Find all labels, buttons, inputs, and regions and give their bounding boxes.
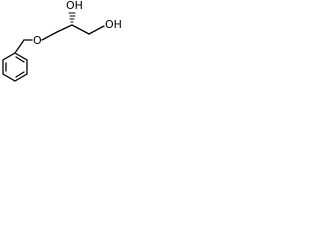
ch2-to-chiral-bond bbox=[56, 24, 73, 33]
benzene-ring-outline bbox=[2, 52, 28, 82]
aromatic-inner-bond-2 bbox=[15, 71, 25, 78]
aromatic-inner-bond-1 bbox=[15, 56, 25, 63]
benzene-ring bbox=[2, 52, 28, 82]
ether-oxygen-label: O bbox=[33, 34, 42, 47]
structure-diagram: O OH OH bbox=[2, 0, 122, 82]
primary-hydroxyl-label: OH bbox=[105, 18, 122, 31]
hashed-wedge-bond bbox=[68, 12, 76, 23]
ch2-to-hydroxyl-bond bbox=[88, 25, 105, 35]
oxygen-to-ch2-bond bbox=[41, 31, 58, 41]
ring-to-ch2-bond bbox=[14, 39, 25, 54]
chiral-to-ch2-bond bbox=[71, 24, 90, 35]
secondary-hydroxyl-label: OH bbox=[66, 0, 83, 12]
